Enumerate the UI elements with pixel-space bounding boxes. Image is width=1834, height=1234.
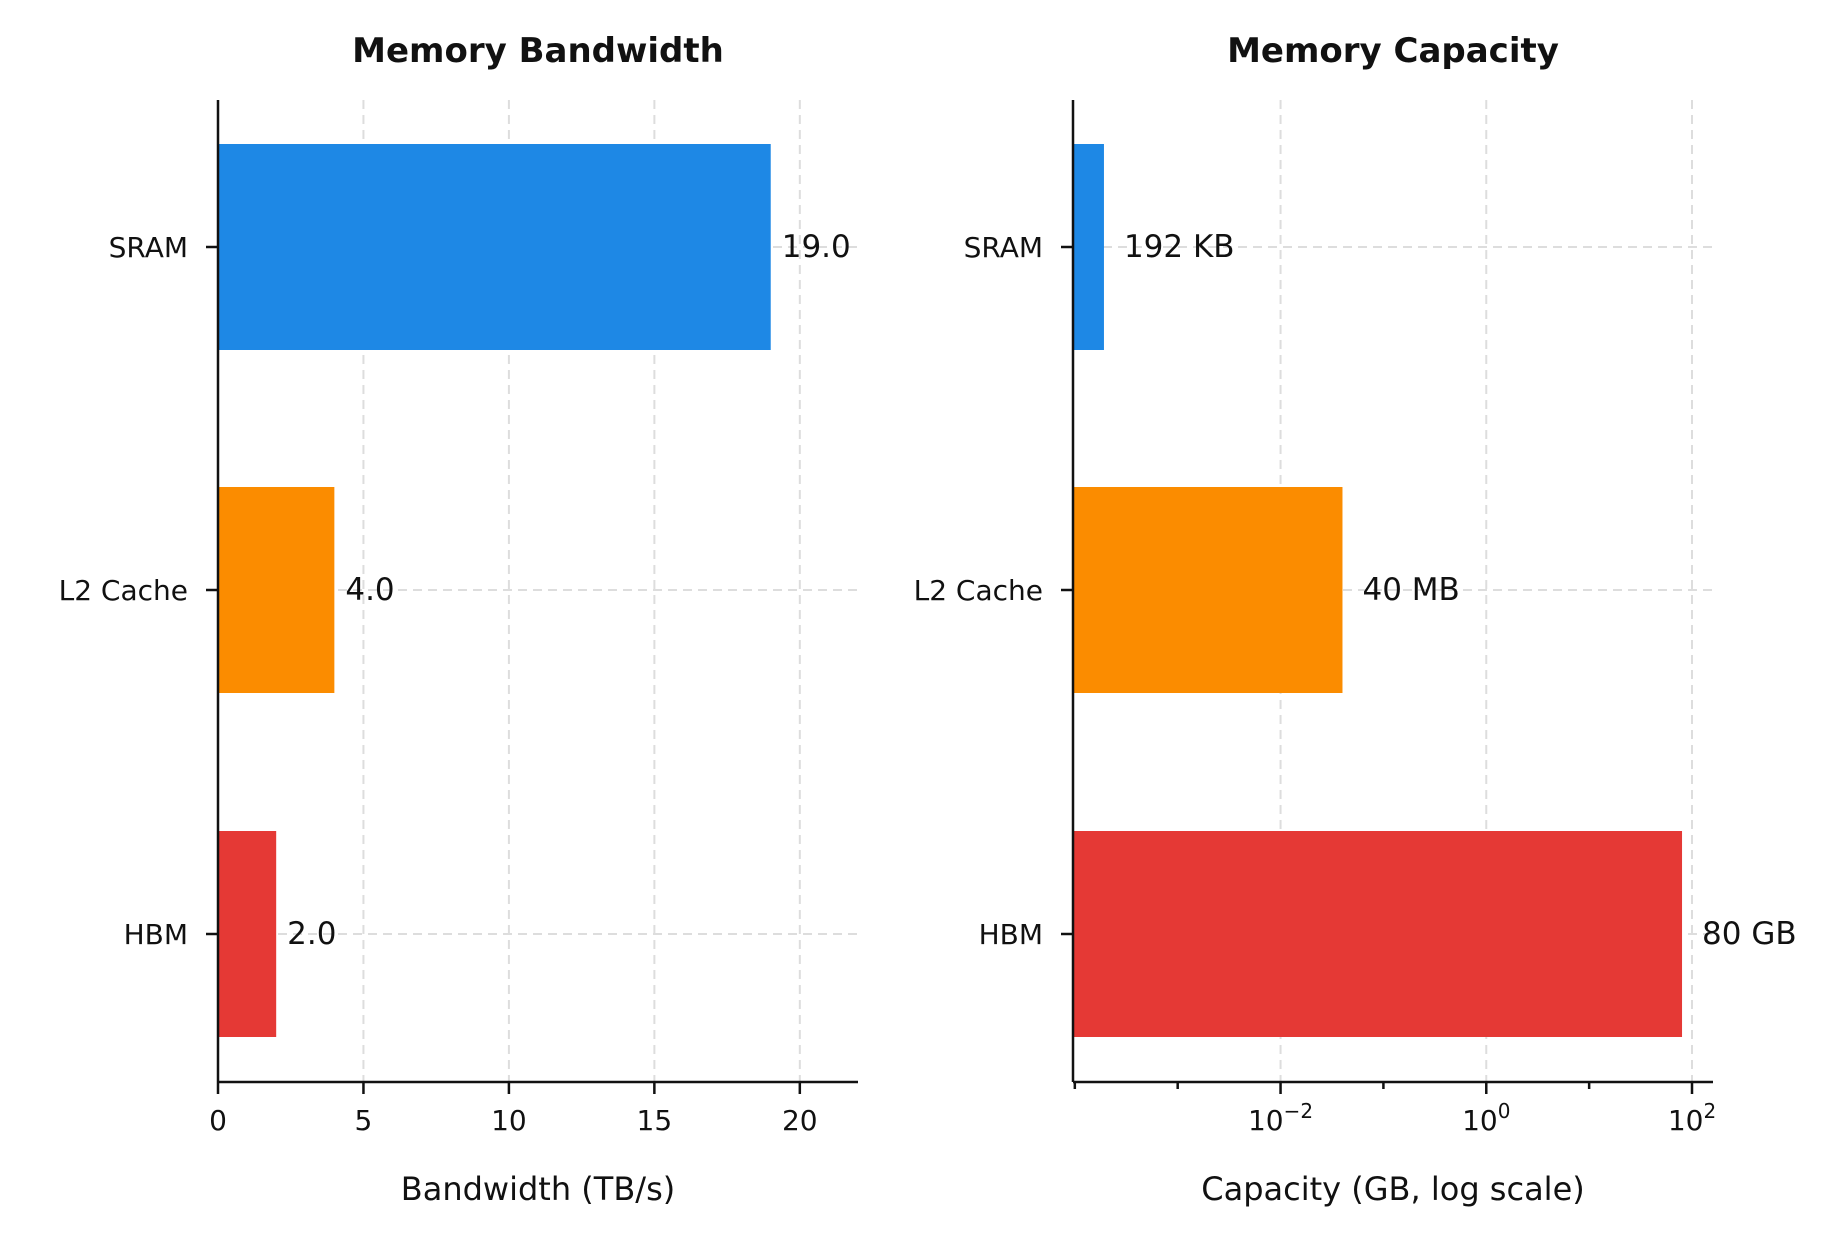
y-tick-label: HBM (124, 918, 188, 951)
chart-title: Memory Bandwidth (352, 31, 724, 71)
y-tick-label: L2 Cache (59, 574, 188, 607)
x-axis-label: Bandwidth (TB/s) (401, 1170, 675, 1208)
bar-sram (218, 144, 771, 350)
x-tick-label: 102 (1668, 1099, 1716, 1137)
y-tick-label: L2 Cache (914, 574, 1043, 607)
x-axis-label: Capacity (GB, log scale) (1201, 1170, 1584, 1208)
data-label: 80 GB (1702, 916, 1797, 952)
bandwidth-panel: 19.0 SRAM 4.0 L2 Cache 2.0 HBM 0 5 10 15 20 Memory … (59, 31, 858, 1208)
capacity-panel: 192 KB SRAM 40 MB L2 Cache 80 GB HBM 10−2 100 10… (914, 31, 1797, 1208)
data-label: 40 MB (1362, 572, 1459, 608)
bar-hbm (1073, 831, 1683, 1037)
data-label: 4.0 (345, 572, 394, 608)
data-label: 19.0 (782, 229, 851, 265)
x-tick-label: 20 (782, 1104, 818, 1137)
y-tick-label: SRAM (964, 231, 1043, 264)
bar-l2-cache (218, 487, 335, 693)
x-tick-label: 0 (209, 1104, 227, 1137)
data-label: 2.0 (287, 916, 336, 952)
data-label: 192 KB (1124, 229, 1235, 265)
chart-title: Memory Capacity (1227, 31, 1559, 71)
x-tick-label: 10−2 (1248, 1099, 1313, 1137)
y-tick-label: HBM (979, 918, 1043, 951)
x-tick-label: 100 (1462, 1099, 1510, 1137)
x-tick-label: 10 (491, 1104, 527, 1137)
x-tick-label: 5 (355, 1104, 373, 1137)
bar-l2-cache (1073, 487, 1343, 693)
y-tick-label: SRAM (109, 231, 188, 264)
bar-hbm (218, 831, 277, 1037)
bar-sram (1073, 144, 1104, 350)
x-tick-label: 15 (637, 1104, 673, 1137)
